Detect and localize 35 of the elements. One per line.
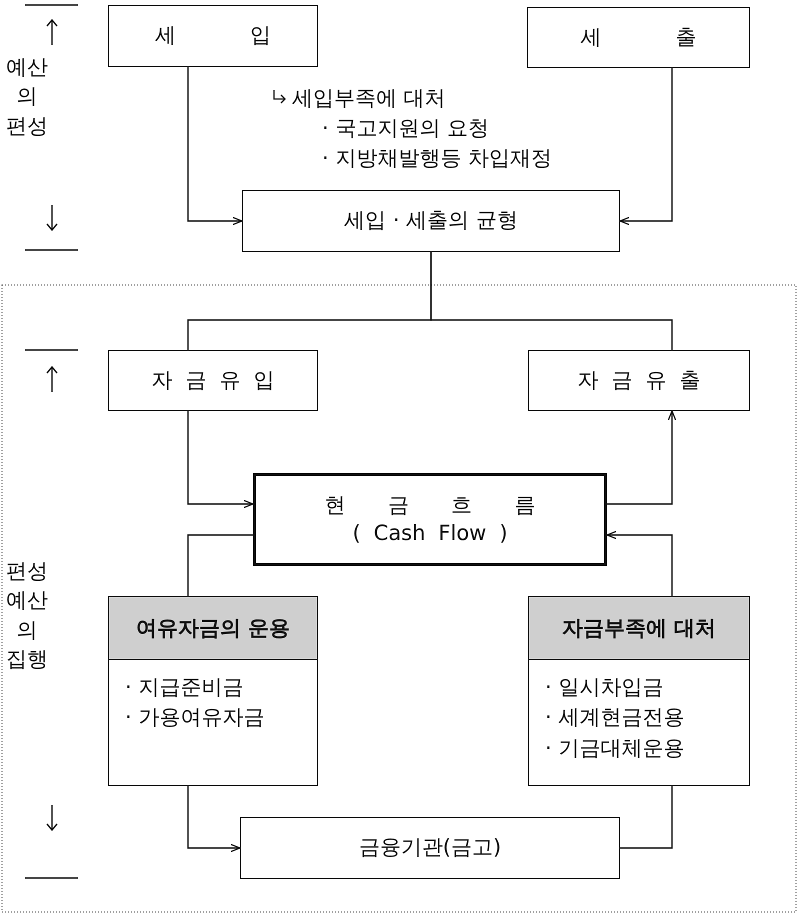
node-label: 세 출 <box>580 24 696 51</box>
connector-arrow <box>187 67 243 226</box>
connector-arrow <box>187 411 254 508</box>
connector-arrow <box>606 530 673 596</box>
box-heading: 자금부족에 대처 <box>529 597 749 660</box>
note-heading: 세입부족에 대처 <box>292 85 446 112</box>
node-label: 자 금 유 출 <box>578 366 700 394</box>
node-label: 현 금 흐 름 <box>324 492 536 520</box>
process-box <box>242 190 620 252</box>
node-label: ( Cash Flow ) <box>352 520 508 546</box>
side-label: 편성예산의 집행 <box>5 558 50 674</box>
bullet-item: · 기금대체운용 <box>544 734 686 762</box>
side-label: 예산의 편성 <box>5 54 50 140</box>
bullet-item: · 세계현금전용 <box>544 704 686 732</box>
process-box <box>253 473 607 566</box>
connector-arrow <box>187 786 241 852</box>
note-item: · 지방채발행등 차입재정 <box>322 145 552 172</box>
note-item: · 국고지원의 요청 <box>322 115 490 142</box>
bullet-item: · 가용여유자금 <box>124 704 266 732</box>
bullet-item: · 일시차입금 <box>544 674 664 701</box>
process-box <box>108 5 318 67</box>
connector-arrow <box>607 410 676 505</box>
connector-arrow <box>619 68 673 226</box>
process-box <box>527 7 750 68</box>
box-heading: 여유자금의 운용 <box>109 597 317 660</box>
node-label: 세입 · 세출의 균형 <box>344 207 518 234</box>
list-box <box>108 596 318 786</box>
node-label: 세 입 <box>155 22 271 50</box>
process-box <box>240 817 620 879</box>
bullet-item: · 지급준비금 <box>124 674 244 701</box>
node-label: 자 금 유 입 <box>152 366 274 394</box>
node-label: 금융기관(금고) <box>358 834 502 862</box>
process-box <box>108 350 318 411</box>
list-box <box>528 596 750 786</box>
process-box <box>528 350 750 411</box>
